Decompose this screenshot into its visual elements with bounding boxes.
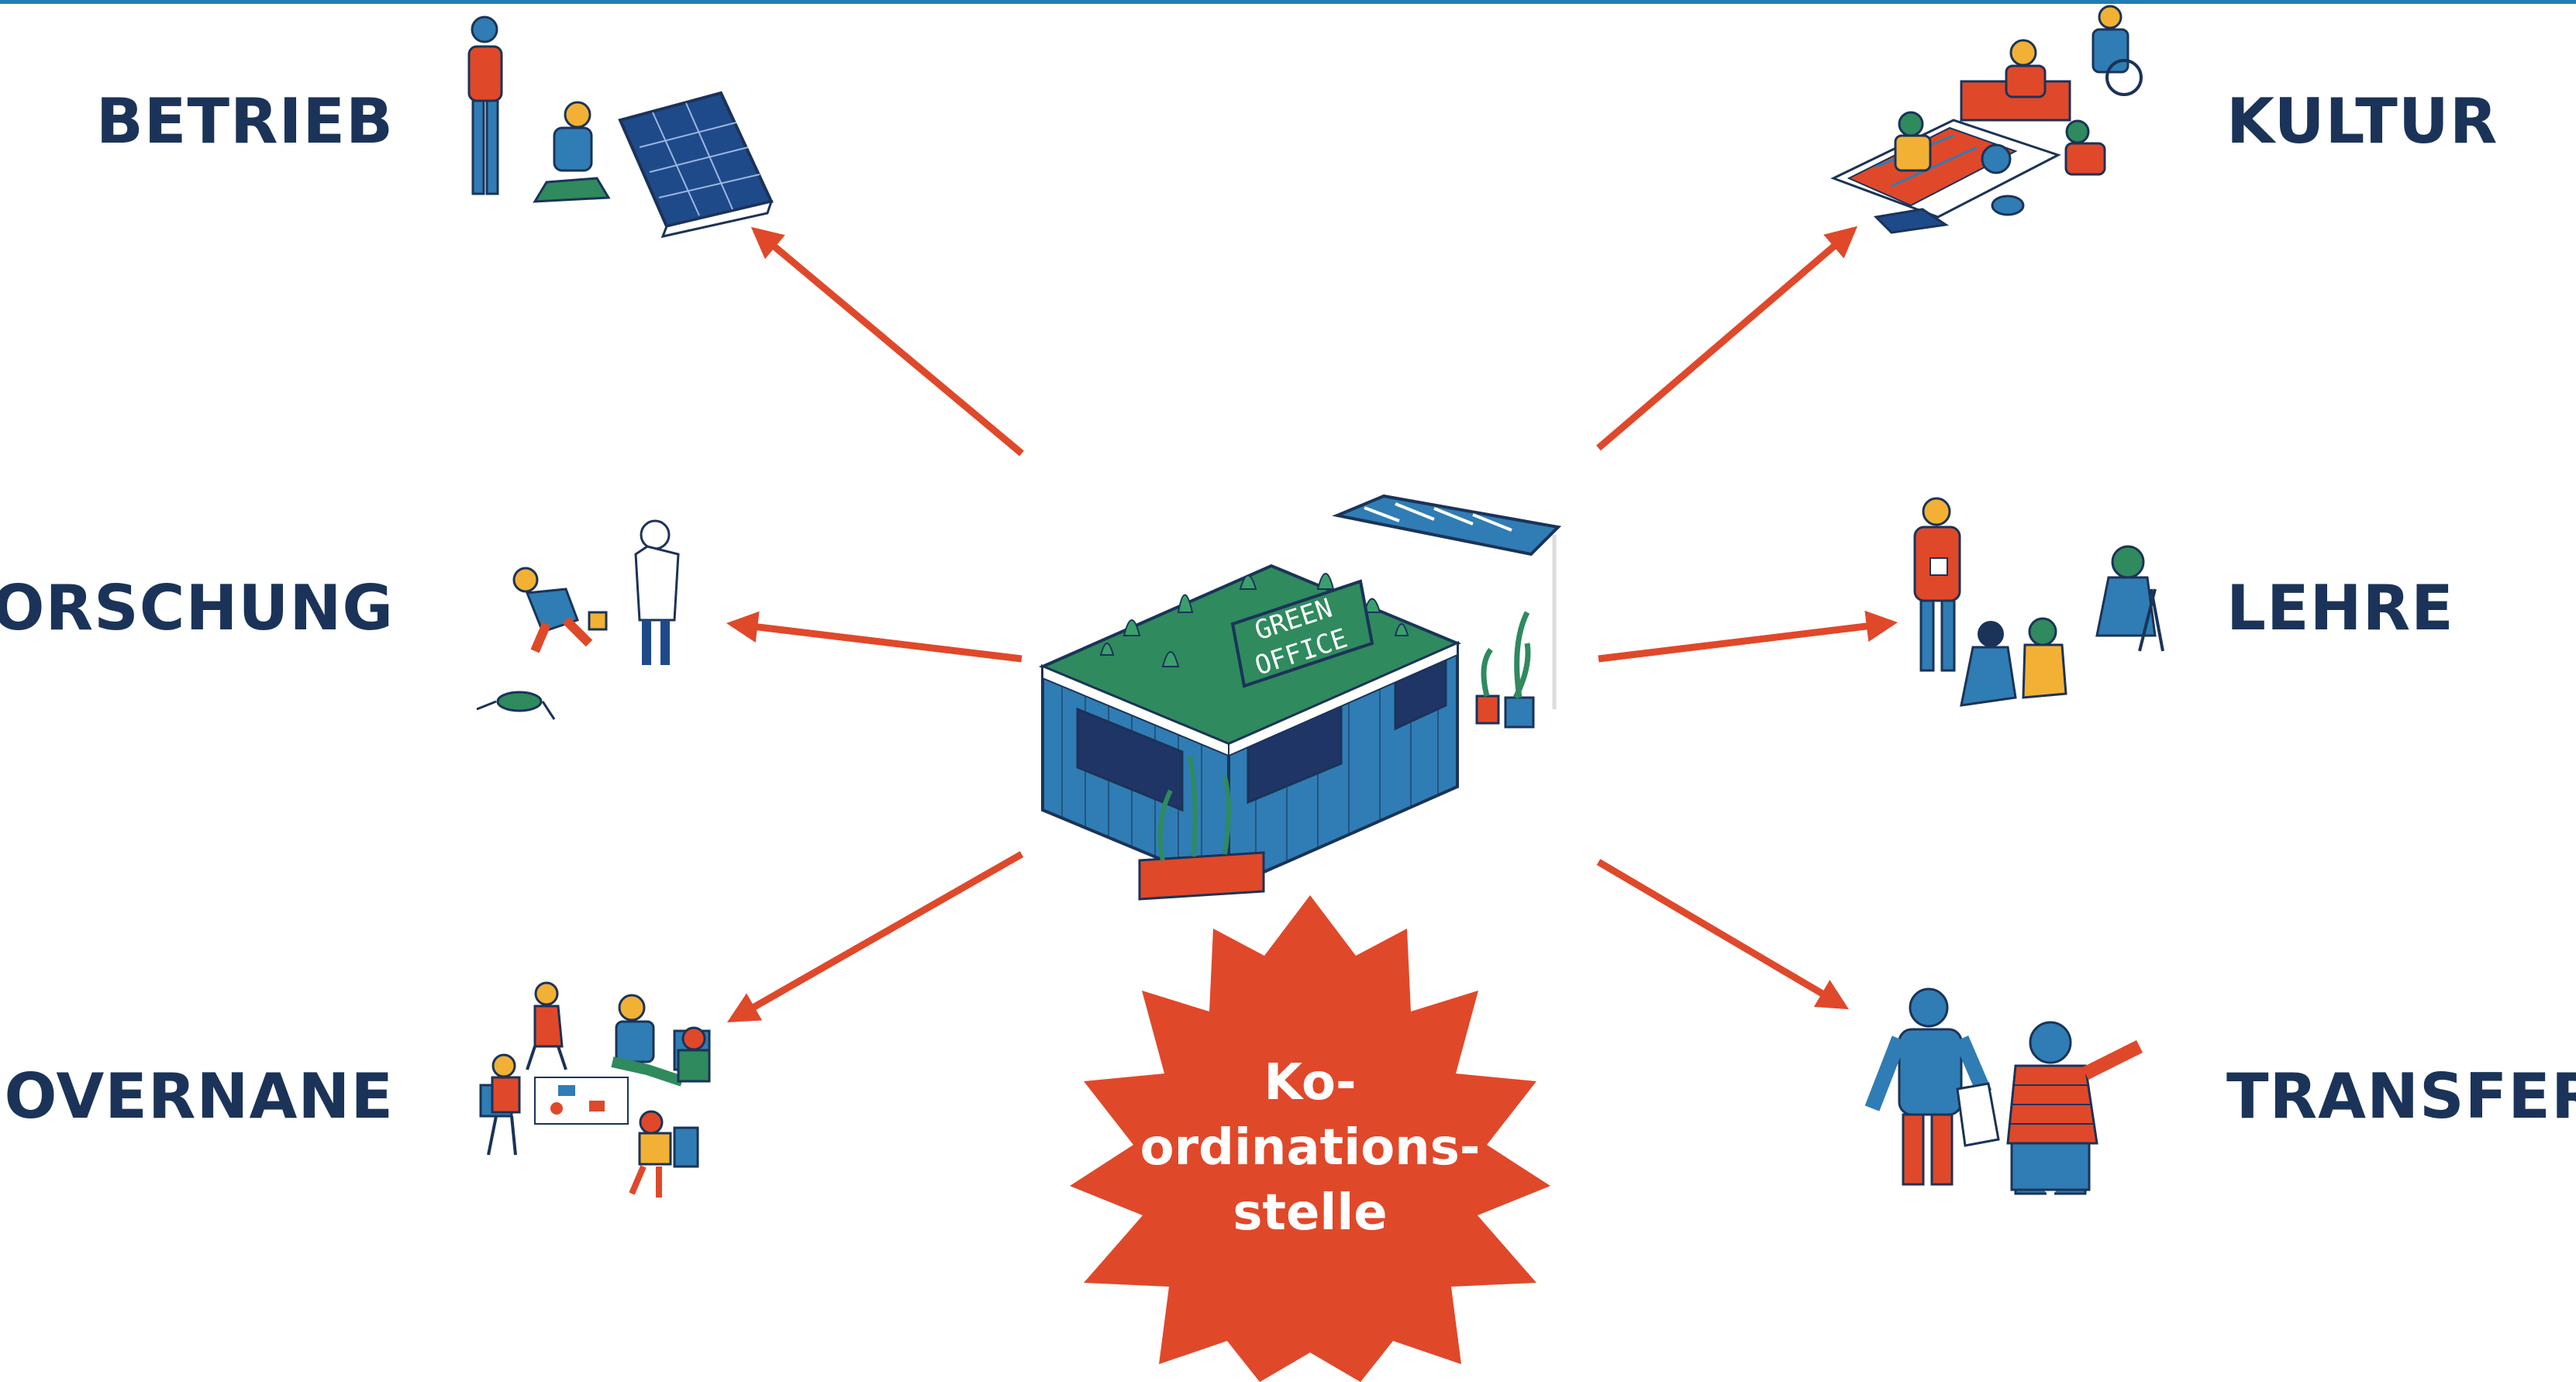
arrow-to-governance — [726, 851, 1024, 1023]
picnic-community-illustration — [1830, 5, 2143, 234]
arrow-to-kultur — [1596, 226, 1858, 451]
top-rule — [0, 0, 2576, 4]
arrow-to-forschung — [726, 611, 1022, 663]
arrow-to-lehre — [1598, 610, 1898, 663]
label-transfer: TRANSFER — [2226, 1060, 2576, 1132]
arrow-to-betrieb — [750, 226, 1024, 457]
label-forschung: FORSCHUNG — [0, 572, 394, 644]
starburst-line-1: Ko- — [1264, 1054, 1357, 1111]
solar-panel-workers-illustration — [467, 16, 774, 239]
label-lehre: LEHRE — [2226, 572, 2454, 644]
teaching-group-illustration — [1913, 497, 2164, 707]
label-betrieb: BETRIEB — [95, 85, 394, 157]
field-researchers-illustration — [476, 519, 680, 720]
starburst-line-2: ordinations- — [1140, 1119, 1481, 1177]
starburst-label: Ko- ordinations- stelle — [1078, 1050, 1543, 1246]
green-office-container-illustration: GREEN OFFICE — [1038, 494, 1562, 901]
pointing-people-illustration — [1864, 987, 2143, 1195]
arrow-to-transfer — [1596, 859, 1849, 1010]
meeting-circle-illustration — [479, 981, 711, 1198]
label-kultur: KULTUR — [2226, 85, 2498, 157]
starburst-badge — [1070, 895, 1550, 1382]
starburst-line-3: stelle — [1233, 1184, 1388, 1242]
